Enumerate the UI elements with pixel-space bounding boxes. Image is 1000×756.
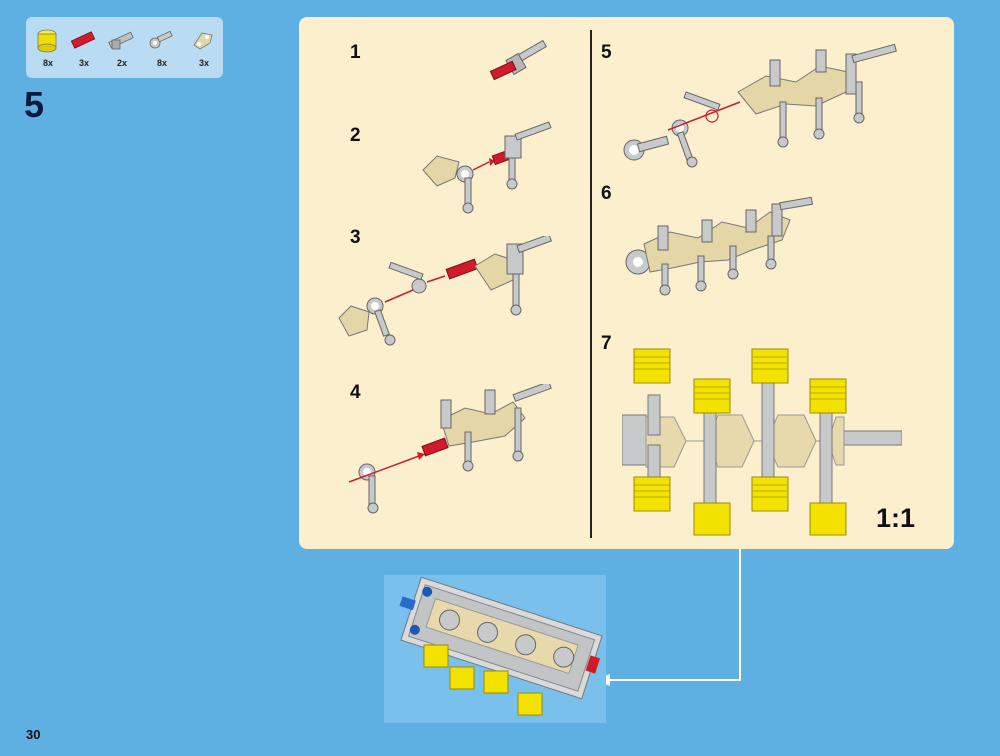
part-qty: 2x	[116, 58, 127, 68]
engine-assembly-illustration	[399, 576, 603, 716]
part-qty: 3x	[78, 58, 89, 68]
parts-list: 8x 3x 2x 8x 3x	[26, 17, 223, 78]
connector-line-vertical	[739, 549, 741, 681]
substep-5-number: 5	[601, 42, 612, 63]
part-qty: 8x	[156, 58, 167, 68]
substep-4-number: 4	[350, 382, 361, 403]
assembly-overview	[384, 575, 606, 723]
step-number: 5	[24, 84, 45, 125]
substep-5-illustration	[623, 43, 897, 168]
substep-7-illustration	[622, 348, 902, 536]
tan-crank-piece-icon	[193, 32, 213, 50]
part-qty: 3x	[198, 58, 209, 68]
substep-6-number: 6	[601, 183, 612, 204]
substep-3-illustration	[338, 236, 552, 346]
substep-2-number: 2	[350, 125, 361, 146]
part-qty: 8x	[42, 58, 53, 68]
scale-label: 1:1	[876, 503, 916, 533]
panel-divider	[590, 30, 592, 538]
grey-connecting-rod-icon	[149, 30, 173, 49]
part-grey-rod: 8x	[142, 17, 182, 78]
substep-1-illustration	[489, 39, 548, 81]
part-red-connector: 3x	[64, 17, 104, 78]
grey-axle-icon	[108, 31, 134, 50]
connector-line-horizontal	[605, 679, 741, 681]
part-tan-crank: 3x	[184, 17, 224, 78]
substep-2-illustration	[422, 121, 552, 214]
yellow-cylinder-piece-icon	[37, 29, 57, 53]
substep-3-number: 3	[350, 227, 361, 248]
substep-4-illustration	[348, 384, 552, 514]
red-axle-connector-icon	[70, 31, 96, 49]
substep-7-number: 7	[601, 333, 612, 354]
part-grey-axle: 2x	[102, 17, 142, 78]
part-yellow-cylinder: 8x	[28, 17, 68, 78]
substep-1-number: 1	[350, 42, 361, 63]
substep-6-illustration	[625, 196, 814, 296]
page-number: 30	[26, 727, 41, 742]
